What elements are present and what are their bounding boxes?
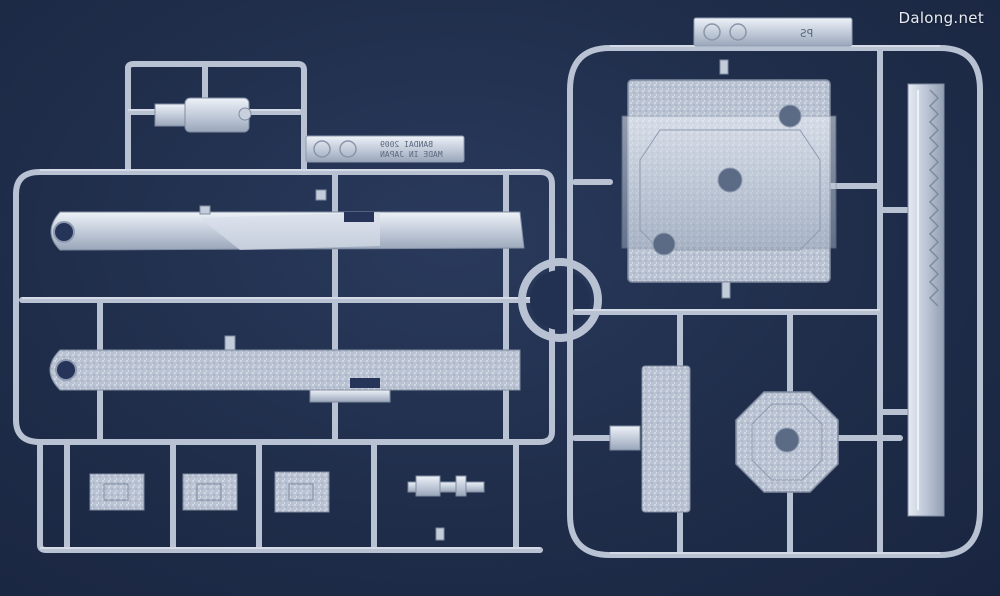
sprue-gates: [199, 59, 731, 541]
large-box-part: [621, 79, 837, 283]
vertical-panel-part: [609, 365, 691, 513]
left-sprue-frame: [13, 61, 555, 553]
right-sprue-tag-plate: [693, 17, 853, 47]
octagon-part: [735, 391, 839, 493]
tag-text-code: PS: [800, 27, 814, 40]
left-sprue-tag-plate: [305, 135, 465, 163]
watermark: Dalong.net: [898, 9, 984, 27]
tag-text-brand: BANDAI 2009: [380, 140, 433, 149]
long-arm-part-lower: [49, 349, 521, 403]
round-hub: [518, 258, 602, 342]
small-connector-part: [154, 97, 252, 133]
tall-toothed-bar: [907, 83, 945, 517]
tag-text-origin: MADE IN JAPAN: [380, 150, 443, 159]
long-arm-part-upper: [50, 211, 525, 251]
small-rod-part: [407, 475, 485, 497]
small-block-parts: [89, 471, 330, 513]
